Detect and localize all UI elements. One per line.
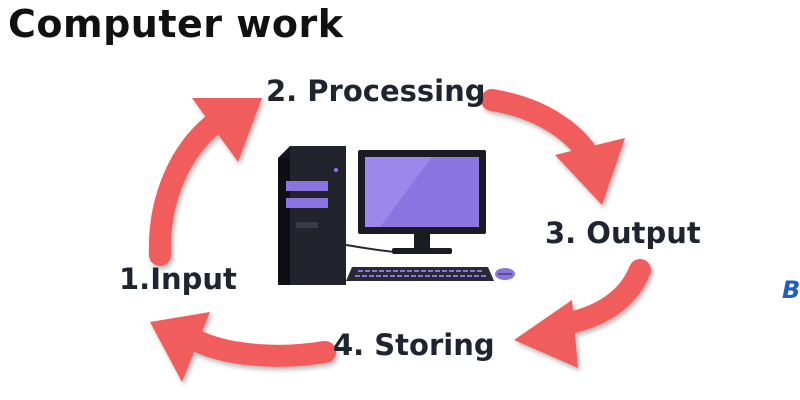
step-storing-label: 4. Storing (333, 328, 495, 362)
arrow-output-to-storing-icon (514, 259, 651, 368)
step-input-label: 1.Input (119, 262, 237, 296)
step-processing-label: 2. Processing (266, 74, 486, 108)
arrow-storing-to-input-icon (150, 312, 336, 382)
brand-fragment: B (782, 276, 800, 304)
arrow-input-to-processing-icon (148, 98, 262, 266)
step-output-label: 3. Output (545, 216, 701, 250)
desktop-computer-icon (278, 146, 515, 285)
arrow-processing-to-output-icon (481, 89, 625, 205)
diagram-title: Computer work (8, 2, 344, 46)
